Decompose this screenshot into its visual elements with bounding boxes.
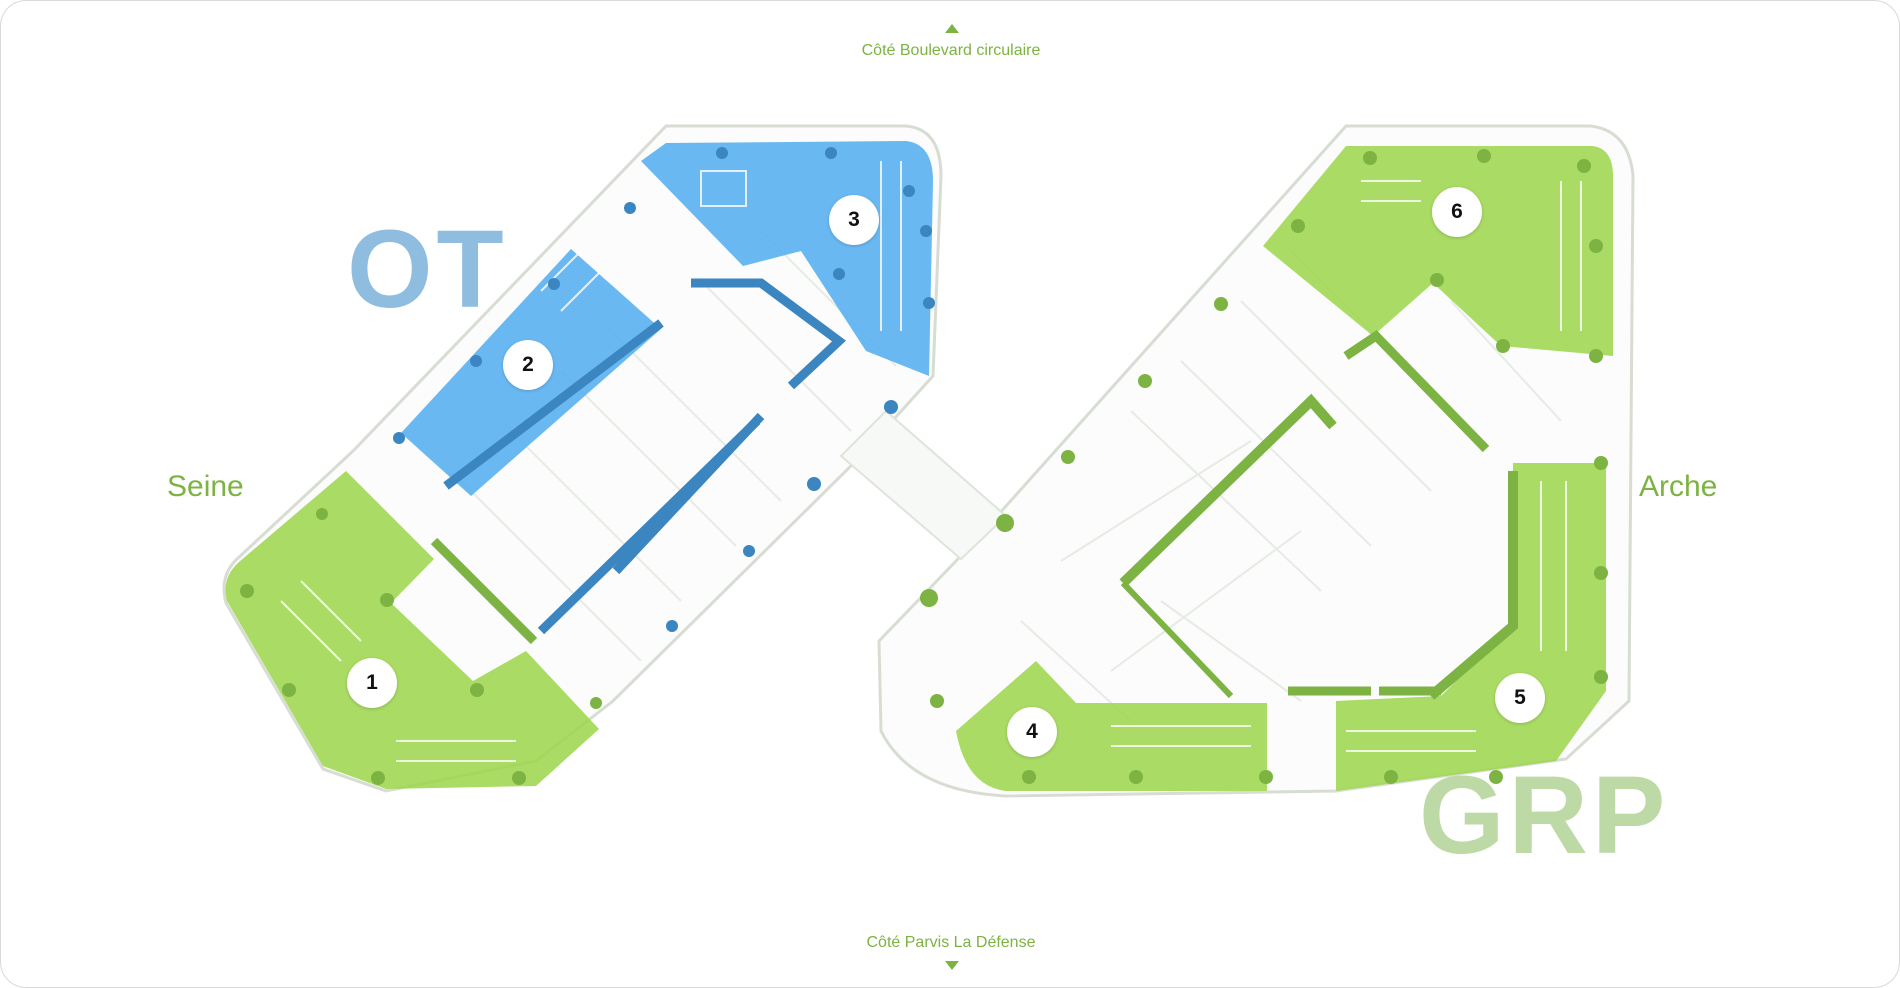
blue-columns (393, 147, 935, 632)
company-label-ot: OT (347, 208, 508, 331)
orientation-right-label: Arche (1639, 470, 1718, 503)
orientation-bottom-label: Côté Parvis La Défense (866, 934, 1036, 951)
walls (430, 278, 1518, 700)
orientation-top-label: Côté Boulevard circulaire (861, 42, 1041, 59)
zone-2-badge[interactable]: 2 (503, 340, 553, 390)
arrow-up-icon (945, 24, 959, 33)
zone-1-badge[interactable]: 1 (347, 658, 397, 708)
zone-5-badge[interactable]: 5 (1495, 673, 1545, 723)
desk-furniture (280, 161, 1582, 762)
zone-1-area (225, 471, 599, 789)
zone-6-badge[interactable]: 6 (1432, 187, 1482, 237)
connector-bridge (839, 409, 1008, 561)
company-label-grp: GRP (1419, 754, 1670, 877)
arrow-down-icon (945, 961, 959, 970)
zone-6-area (1263, 146, 1613, 356)
orientation-left-label: Seine (167, 470, 244, 503)
green-columns (240, 149, 1608, 785)
zone-4-badge[interactable]: 4 (1007, 707, 1057, 757)
zone-3-badge[interactable]: 3 (829, 195, 879, 245)
